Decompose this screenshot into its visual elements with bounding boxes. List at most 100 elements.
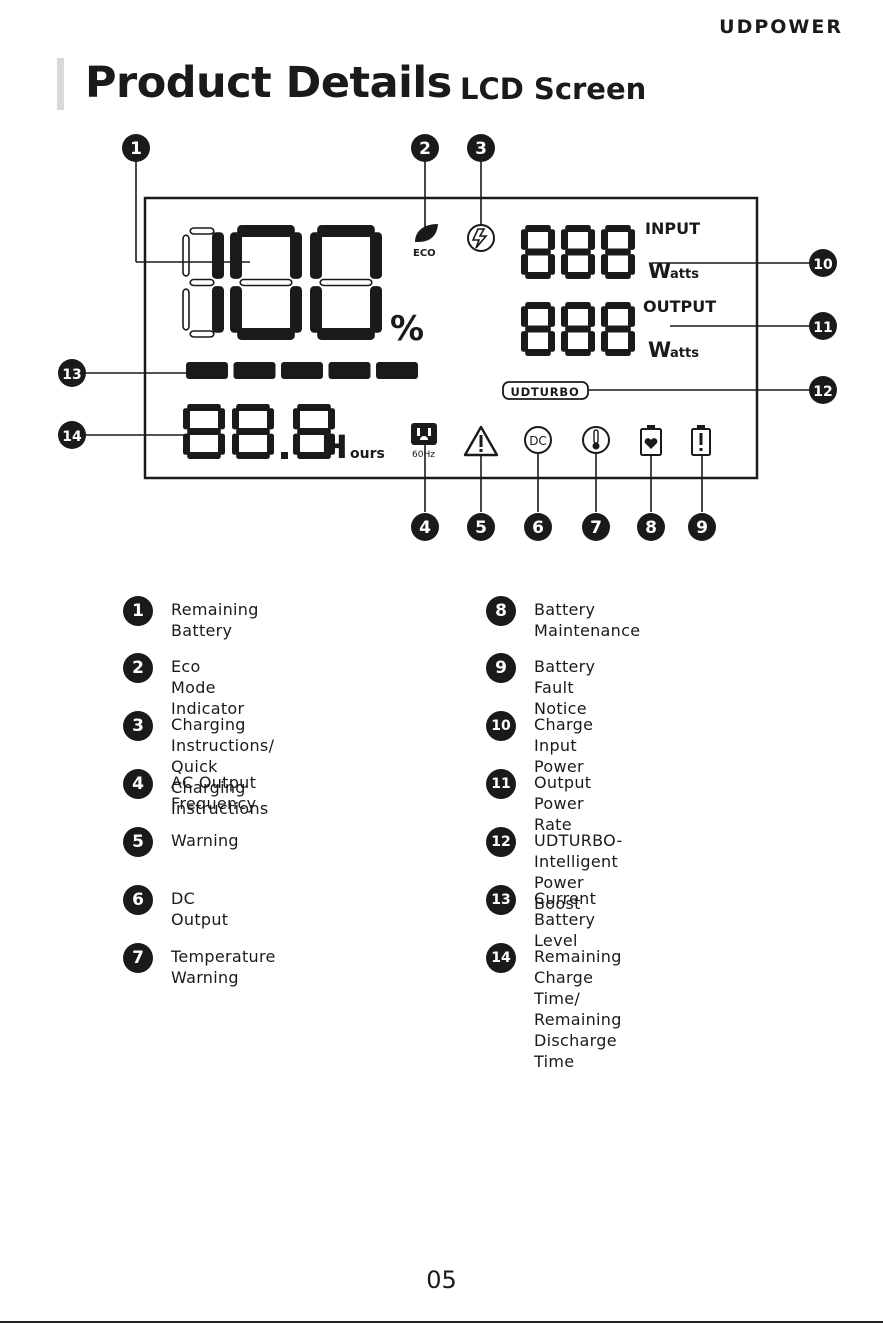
callout-badge xyxy=(467,513,495,541)
dc-glyph: DC xyxy=(529,434,547,448)
hours-digit-segment xyxy=(328,408,335,430)
lcd-frame xyxy=(143,196,759,480)
leaf-icon xyxy=(415,224,438,242)
page-subtitle: LCD Screen xyxy=(460,72,647,106)
watts-unit-big: W xyxy=(648,338,671,362)
legend-label: Remaining Charge Time/ Remaining Dischar… xyxy=(534,947,622,1071)
page-number: 05 xyxy=(426,1266,457,1294)
outlet-slot xyxy=(428,428,431,436)
callout-number: 10 xyxy=(813,257,833,273)
output-digit-segment xyxy=(525,302,551,309)
input-digit-segment xyxy=(561,254,568,275)
callout-badge xyxy=(582,513,610,541)
legend-number-badge: 14 xyxy=(486,943,516,973)
battery-cap xyxy=(697,425,705,429)
input-digit-segment xyxy=(605,225,631,232)
legend-number-badge: 13 xyxy=(486,885,516,915)
callout-badge xyxy=(809,249,837,277)
legend-number-badge: 10 xyxy=(486,711,516,741)
lightning-icon xyxy=(471,228,488,249)
battery-digit-segment-outline xyxy=(189,278,215,287)
callout-number: 1 xyxy=(130,139,142,159)
hours-digit-segment xyxy=(187,404,221,411)
output-digit-segment xyxy=(525,349,551,356)
output-digit-segment xyxy=(561,306,568,327)
battery-level-segment xyxy=(376,362,418,379)
battery-digit-segment-outline xyxy=(189,330,215,338)
legend-number-badge: 9 xyxy=(486,653,516,683)
legend-label: Eco Mode Indicator xyxy=(171,657,245,718)
callout-badge xyxy=(688,513,716,541)
thermometer-tube xyxy=(593,429,599,444)
eco-label: ECO xyxy=(413,248,436,259)
warning-mark xyxy=(479,435,483,447)
output-digit-segment xyxy=(601,306,608,327)
callout-number: 6 xyxy=(532,518,544,538)
heart-icon xyxy=(644,438,658,449)
hours-digit-segment xyxy=(232,408,239,430)
callout-number: 5 xyxy=(475,518,487,538)
battery-digit-segment-outline xyxy=(319,278,373,287)
input-digit-segment xyxy=(565,225,591,232)
frequency-label: 60Hz xyxy=(412,450,435,460)
hours-digit-segment xyxy=(183,433,190,455)
callout-badge xyxy=(411,134,439,162)
input-digit-segment xyxy=(601,229,608,250)
page-title: Product Details xyxy=(85,58,452,108)
outlet-slot xyxy=(417,428,420,436)
output-digit-segment xyxy=(525,325,551,333)
watts-unit-small: atts xyxy=(670,346,699,361)
input-digit-segment xyxy=(548,254,555,275)
callout-number: 3 xyxy=(475,139,487,159)
output-digit-segment xyxy=(605,302,631,309)
battery-digit-segment xyxy=(212,286,224,333)
callout-badge xyxy=(637,513,665,541)
output-digit-segment xyxy=(588,306,595,327)
battery-digit-segment xyxy=(212,232,224,279)
battery-digit-segment xyxy=(310,232,322,279)
output-digit-segment xyxy=(548,331,555,352)
output-digit-segment xyxy=(588,331,595,352)
output-digit-segment xyxy=(628,306,635,327)
output-digit-segment xyxy=(561,331,568,352)
input-digit-segment xyxy=(628,254,635,275)
battery-digit-segment xyxy=(237,225,295,237)
callout-badge xyxy=(467,134,495,162)
legend-number-badge: 5 xyxy=(123,827,153,857)
callout-badge xyxy=(809,376,837,404)
callout-badge xyxy=(122,134,150,162)
legend-label: Output Power Rate xyxy=(534,773,592,834)
output-digit-segment xyxy=(605,325,631,333)
hours-digit-segment xyxy=(267,408,274,430)
input-digit-segment xyxy=(565,248,591,256)
input-digit-segment xyxy=(588,229,595,250)
battery-digit-segment xyxy=(317,225,375,237)
legend-label: Charging Instructions/ Quick Charging In… xyxy=(171,715,275,818)
callout-number: 11 xyxy=(813,320,832,336)
callout-number: 13 xyxy=(62,367,81,383)
battery-digit-segment xyxy=(230,232,242,279)
input-digit-segment xyxy=(565,272,591,279)
ac-outlet-icon xyxy=(411,423,437,445)
battery-digit-segment xyxy=(370,232,382,279)
callout-badge xyxy=(411,513,439,541)
callout-badge xyxy=(809,312,837,340)
hours-digit-segment xyxy=(328,433,335,455)
callout-number: 8 xyxy=(645,518,657,538)
callout-number: 9 xyxy=(696,518,708,538)
outlet-ground xyxy=(420,436,428,440)
input-digit-segment xyxy=(605,248,631,256)
input-digit-segment xyxy=(525,225,551,232)
output-digit-segment xyxy=(548,306,555,327)
legend-number-badge: 6 xyxy=(123,885,153,915)
legend-label: Warning xyxy=(171,831,239,850)
hours-digit-segment xyxy=(236,452,270,459)
battery-level-segment xyxy=(186,362,228,379)
legend-item: 14 Remaining Charge Time/ Remaining Disch… xyxy=(486,943,622,1072)
